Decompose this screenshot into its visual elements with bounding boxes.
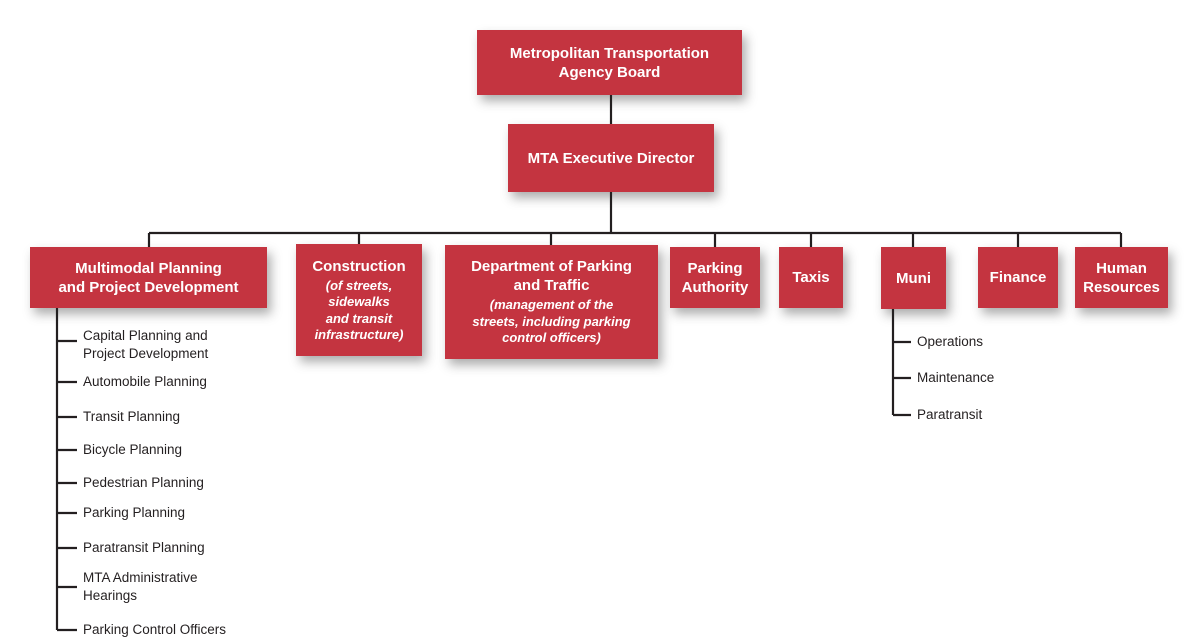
leaf-operations: Operations: [917, 334, 984, 349]
node-executive-director: MTA Executive Director: [508, 124, 714, 192]
node-muni: Muni: [881, 247, 946, 309]
node-construction-note: (of streets, sidewalks and transit infra…: [314, 277, 404, 343]
node-parking-authority: Parking Authority: [670, 247, 760, 308]
node-dept-parking-traffic-note: (management of the streets, including pa…: [472, 297, 631, 346]
leaf-parking-planning: Parking Planning: [83, 505, 186, 520]
node-construction-title: Construction: [312, 257, 406, 275]
node-dept-parking-traffic-title: Department of Parking and Traffic: [471, 258, 632, 295]
leaf-transit-planning: Transit Planning: [83, 409, 181, 424]
node-agency-board: Metropolitan Transportation Agency Board: [477, 30, 742, 95]
node-finance: Finance: [978, 247, 1058, 308]
leaf-maintenance: Maintenance: [917, 370, 995, 385]
node-construction: Construction (of streets, sidewalks and …: [296, 244, 422, 356]
node-multimodal-planning: Multimodal Planning and Project Developm…: [30, 247, 267, 308]
leaf-automobile-planning: Automobile Planning: [83, 374, 207, 389]
connector-bus: [147, 231, 1123, 247]
connector-multimodal-tree: [55, 308, 77, 632]
leaf-capital-planning: Capital Planning and Project Development: [83, 328, 209, 361]
leaf-paratransit: Paratransit: [917, 407, 983, 422]
leaf-mta-administrative-hearings: MTA Administrative Hearings: [83, 570, 198, 603]
leaf-pedestrian-planning: Pedestrian Planning: [83, 475, 204, 490]
connector-muni-tree: [891, 309, 911, 417]
leaf-paratransit-planning: Paratransit Planning: [83, 540, 205, 555]
node-human-resources: Human Resources: [1075, 247, 1168, 308]
node-taxis: Taxis: [779, 247, 843, 308]
leaf-parking-control-officers: Parking Control Officers: [83, 622, 227, 637]
leaf-bicycle-planning: Bicycle Planning: [83, 442, 183, 457]
node-dept-parking-traffic: Department of Parking and Traffic (manag…: [445, 245, 658, 359]
